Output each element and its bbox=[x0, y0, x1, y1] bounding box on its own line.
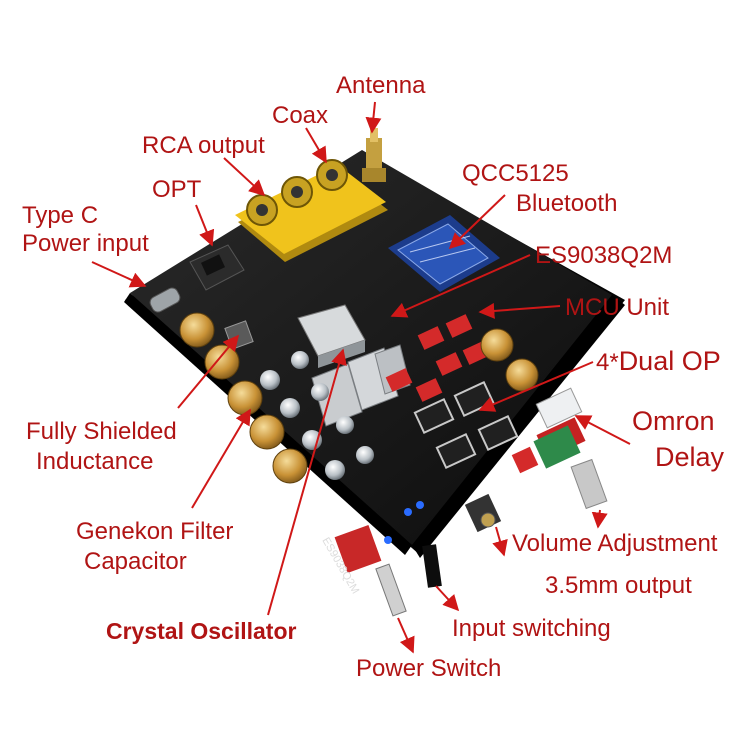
arrow-opt bbox=[195, 204, 215, 247]
arrow-genekon bbox=[191, 408, 251, 509]
label-dual-op: 4*Dual OP bbox=[596, 346, 721, 377]
antenna-connector bbox=[362, 128, 386, 182]
label-mcu: MCU Unit bbox=[565, 294, 670, 321]
arrow-rca bbox=[223, 157, 266, 197]
type-c-port bbox=[149, 287, 181, 313]
label-type-c-line1: Type C bbox=[22, 202, 99, 229]
arrow-crystal bbox=[267, 348, 347, 616]
arrow-bluetooth bbox=[448, 194, 506, 250]
power-toggle-switch bbox=[334, 524, 407, 617]
input-switch bbox=[422, 544, 442, 588]
optical-input bbox=[189, 244, 245, 291]
annotation-arrows bbox=[91, 101, 631, 654]
label-crystal-oscillator: Crystal Oscillator bbox=[106, 618, 297, 644]
gold-capacitors bbox=[179, 312, 539, 484]
arrow-power-switch bbox=[397, 617, 415, 654]
label-shielded-line2: Inductance bbox=[36, 448, 154, 475]
arrow-omron bbox=[574, 415, 631, 445]
arrow-input-switching bbox=[435, 585, 460, 612]
label-antenna: Antenna bbox=[336, 72, 426, 99]
arrow-mcu bbox=[478, 302, 561, 319]
arrow-dual-op bbox=[478, 361, 594, 412]
label-omron-line1: Omron bbox=[632, 406, 715, 436]
label-qcc-line2: Bluetooth bbox=[516, 190, 618, 217]
label-es9038: ES9038Q2M bbox=[535, 242, 673, 269]
label-power-switch: Power Switch bbox=[356, 655, 502, 682]
label-dual-op-prefix: 4* bbox=[596, 349, 619, 376]
arrow-antenna bbox=[365, 101, 382, 134]
label-type-c-line2: Power input bbox=[22, 230, 149, 257]
label-opt: OPT bbox=[152, 176, 202, 203]
label-omron-line2: Delay bbox=[655, 442, 725, 472]
arrow-type-c bbox=[91, 261, 147, 288]
label-input-switching: Input switching bbox=[452, 615, 611, 642]
label-dual-op-main: Dual OP bbox=[618, 346, 721, 376]
aluminium-capacitors bbox=[260, 351, 374, 480]
arrow-es9038 bbox=[390, 254, 531, 318]
blue-leds bbox=[384, 501, 424, 544]
label-coax: Coax bbox=[272, 102, 329, 129]
headphone-jack bbox=[464, 493, 502, 533]
volume-knob bbox=[533, 425, 608, 510]
label-genekon-line1: Genekon Filter bbox=[76, 518, 234, 545]
arrow-coax bbox=[305, 127, 327, 164]
label-rca-output: RCA output bbox=[142, 132, 265, 159]
omron-relay bbox=[535, 387, 583, 429]
label-genekon-line2: Capacitor bbox=[84, 548, 187, 575]
label-qcc-line1: QCC5125 bbox=[462, 160, 569, 187]
label-volume: Volume Adjustment bbox=[512, 530, 718, 557]
arrow-shielded bbox=[177, 334, 240, 409]
label-shielded-line1: Fully Shielded bbox=[26, 418, 177, 445]
label-35mm-output: 3.5mm output bbox=[545, 572, 692, 599]
arrow-35mm bbox=[492, 526, 508, 557]
arrow-volume bbox=[591, 509, 608, 529]
